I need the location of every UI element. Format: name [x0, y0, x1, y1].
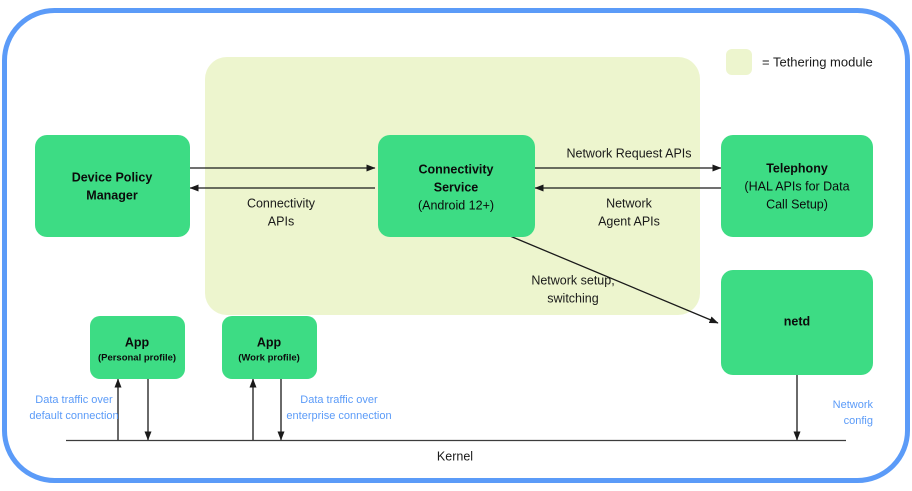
node-app-work-profile[interactable]: App (Work profile) — [222, 316, 317, 379]
label-enterprise-traffic-line1: Data traffic over — [300, 394, 378, 406]
node-telephony[interactable]: Telephony (HAL APIs for Data Call Setup) — [721, 135, 873, 237]
node-app-personal-profile-box[interactable] — [90, 316, 185, 379]
label-enterprise-traffic-line2: enterprise connection — [286, 410, 391, 422]
node-telephony-box[interactable] — [721, 135, 873, 237]
node-app-work-profile-box[interactable] — [222, 316, 317, 379]
node-device-policy-manager-title-line2: Manager — [86, 188, 138, 202]
label-default-traffic-line1: Data traffic over — [35, 394, 113, 406]
node-device-policy-manager-box[interactable] — [35, 135, 190, 237]
node-netd-box[interactable] — [721, 270, 873, 375]
node-app-personal-profile[interactable]: App (Personal profile) — [90, 316, 185, 379]
node-netd[interactable]: netd — [721, 270, 873, 375]
node-connectivity-service-title-line2: Service — [434, 180, 479, 194]
node-connectivity-service-box[interactable] — [378, 135, 535, 237]
label-network-config-line1: Network — [833, 399, 874, 411]
node-telephony-subtitle-line2: Call Setup) — [766, 197, 828, 211]
label-default-traffic-line2: default connection — [29, 410, 118, 422]
node-app-personal-profile-subtitle: (Personal profile) — [98, 353, 176, 364]
node-app-personal-profile-title: App — [125, 335, 150, 349]
edge-label-network-setup-line2: switching — [547, 291, 598, 305]
edge-connectivity-to-netd — [509, 235, 719, 324]
node-connectivity-service[interactable]: Connectivity Service (Android 12+) — [378, 135, 535, 237]
edge-label-network-request-apis: Network Request APIs — [566, 146, 691, 160]
edge-label-network-agent-apis-line2: Agent APIs — [598, 214, 660, 228]
node-app-work-profile-subtitle: (Work profile) — [238, 353, 300, 364]
edge-label-network-agent-apis-line1: Network — [606, 196, 653, 210]
node-netd-title: netd — [784, 314, 810, 328]
legend-label: = Tethering module — [762, 54, 873, 69]
node-connectivity-service-subtitle: (Android 12+) — [418, 198, 494, 212]
node-telephony-title: Telephony — [766, 161, 828, 175]
label-network-config-line2: config — [844, 415, 873, 427]
node-connectivity-service-title-line1: Connectivity — [418, 162, 493, 176]
node-device-policy-manager-title-line1: Device Policy — [72, 170, 153, 184]
node-device-policy-manager[interactable]: Device Policy Manager — [35, 135, 190, 237]
edge-label-connectivity-apis-line2: APIs — [268, 214, 294, 228]
legend-swatch — [726, 49, 752, 75]
kernel-label: Kernel — [437, 449, 473, 463]
node-app-work-profile-title: App — [257, 335, 282, 349]
edge-label-network-setup-line1: Network setup, — [531, 273, 614, 287]
node-telephony-subtitle-line1: (HAL APIs for Data — [744, 179, 849, 193]
edge-label-connectivity-apis-line1: Connectivity — [247, 196, 316, 210]
legend: = Tethering module — [726, 49, 873, 75]
